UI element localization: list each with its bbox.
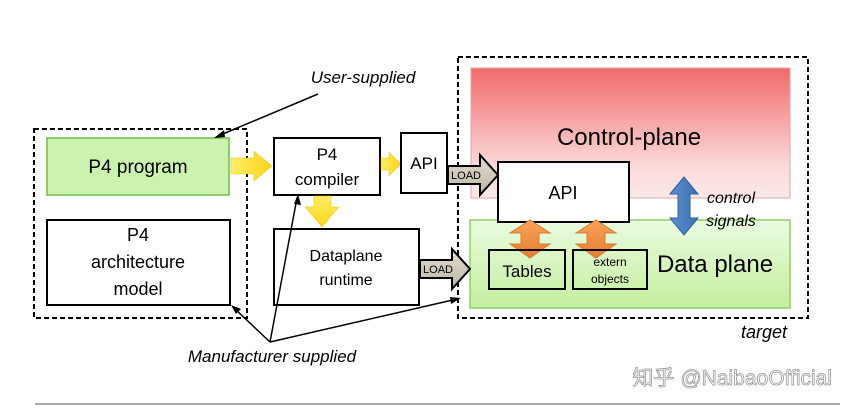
dataplane-runtime-line1: Dataplane [310,248,383,265]
load-arrow-bottom [419,246,472,292]
manufacturer-pointer-arch-head [231,305,241,314]
api-main-box [497,161,630,223]
yellow-arrow-compiler-to-api [380,151,402,177]
data-plane-label: Data plane [657,251,773,278]
manufacturer-pointer-target-head [450,297,461,304]
tables-label: Tables [502,262,551,281]
extern-objects-line2: objects [591,272,629,286]
p4-architecture-line3: model [113,279,162,299]
api-small-box [400,132,448,194]
load-arrow-bottom-label: LOAD [423,264,453,276]
control-signals-arrow [668,176,700,236]
user-manufacturer-container [33,128,248,319]
api-main-label: API [548,183,577,203]
manufacturer-pointer-compiler-head [294,194,301,205]
p4-architecture-line1: P4 [127,225,149,245]
yellow-arrow-program-to-compiler [230,150,273,182]
manufacturer-pointer-arch [233,307,271,343]
p4-compiler-line2: compiler [295,170,360,189]
p4-architecture-box [46,219,231,306]
dataplane-runtime-box [273,228,420,306]
control-signals-line2: signals [706,213,756,230]
control-signals-line1: control [707,190,755,207]
tables-box [488,249,566,290]
target-container [457,56,809,319]
load-arrow-top [447,152,500,198]
yellow-arrow-compiler-to-runtime [304,195,340,228]
manufacturer-supplied-label: Manufacturer supplied [188,347,357,366]
manufacturer-pointer-compiler [269,197,298,343]
p4-program-label: P4 program [88,157,187,178]
dataplane-runtime-line2: runtime [319,272,372,289]
user-supplied-pointer [217,93,319,137]
api-small-label: API [410,154,437,173]
load-arrow-top-label: LOAD [451,170,481,182]
target-label: target [741,322,788,342]
p4-program-box [46,137,230,196]
extern-objects-line1: extern [593,255,626,269]
orange-arrow-tables [508,219,552,259]
watermark-text: 知乎 @NaibaoOfficial [633,367,833,390]
manufacturer-pointer-target [269,298,458,343]
user-supplied-label: User-supplied [311,68,416,87]
p4-compiler-line1: P4 [317,145,338,164]
p4-architecture-line2: architecture [91,252,185,272]
p4-compiler-box [273,137,381,196]
user-supplied-pointer-head [214,130,225,138]
extern-objects-box [572,249,648,290]
control-plane-label: Control-plane [557,124,701,151]
orange-arrow-extern [574,219,618,259]
